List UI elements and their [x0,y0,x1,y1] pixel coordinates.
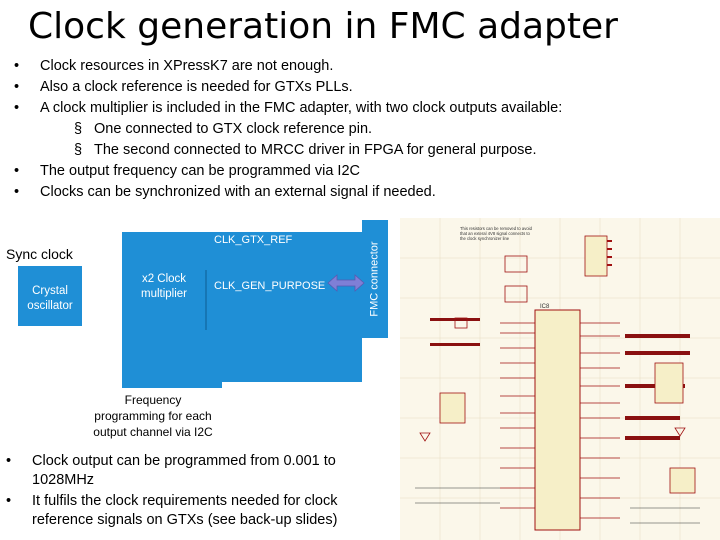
crystal-oscillator-block [18,266,82,326]
main-bullet-list: •Clock resources in XPressK7 are not eno… [14,56,562,203]
double-arrow-icon [327,274,365,292]
frequency-programming-note: Frequency programming for each output ch… [93,393,213,439]
sub-bullet-item: §The second connected to MRCC driver in … [74,142,537,158]
crystal-oscillator-label: Crystal oscillator [27,285,73,312]
bullet-item: •A clock multiplier is included in the F… [14,100,563,116]
sub-bullet-item: §One connected to GTX clock reference pi… [74,121,373,137]
bullet-item: •It fulfils the clock requirements neede… [6,493,338,528]
ic-label: IC8 [540,304,550,310]
bullet-item: •Clock output can be programmed from 0.0… [6,453,336,488]
clock-multiplier-block [122,232,362,382]
fmc-connector-block [362,220,388,338]
bullet-item: •Clock resources in XPressK7 are not eno… [14,58,334,74]
clk-gtx-ref-label: CLK_GTX_REF [214,234,293,246]
bullet-item: •The output frequency can be programmed … [14,163,360,179]
circuit-schematic: IC8 This resistors can be removed to [400,218,720,540]
clock-multiplier-label: x2 Clock multiplier [140,273,187,300]
bullet-item: •Clocks can be synchronized with an exte… [14,184,436,200]
bottom-bullet-list: •Clock output can be programmed from 0.0… [6,452,390,532]
slide-title: Clock generation in FMC adapter [28,6,618,47]
clock-multiplier-stem [122,380,222,388]
fmc-connector-label: FMC connector [369,241,382,317]
multiplier-divider [205,270,207,330]
schematic-note: This resistors can be removed to avoid t… [460,226,533,241]
sync-clock-label: Sync clock [6,246,73,262]
bullet-item: •Also a clock reference is needed for GT… [14,79,353,95]
clk-gen-purpose-label: CLK_GEN_PURPOSE [214,280,326,292]
